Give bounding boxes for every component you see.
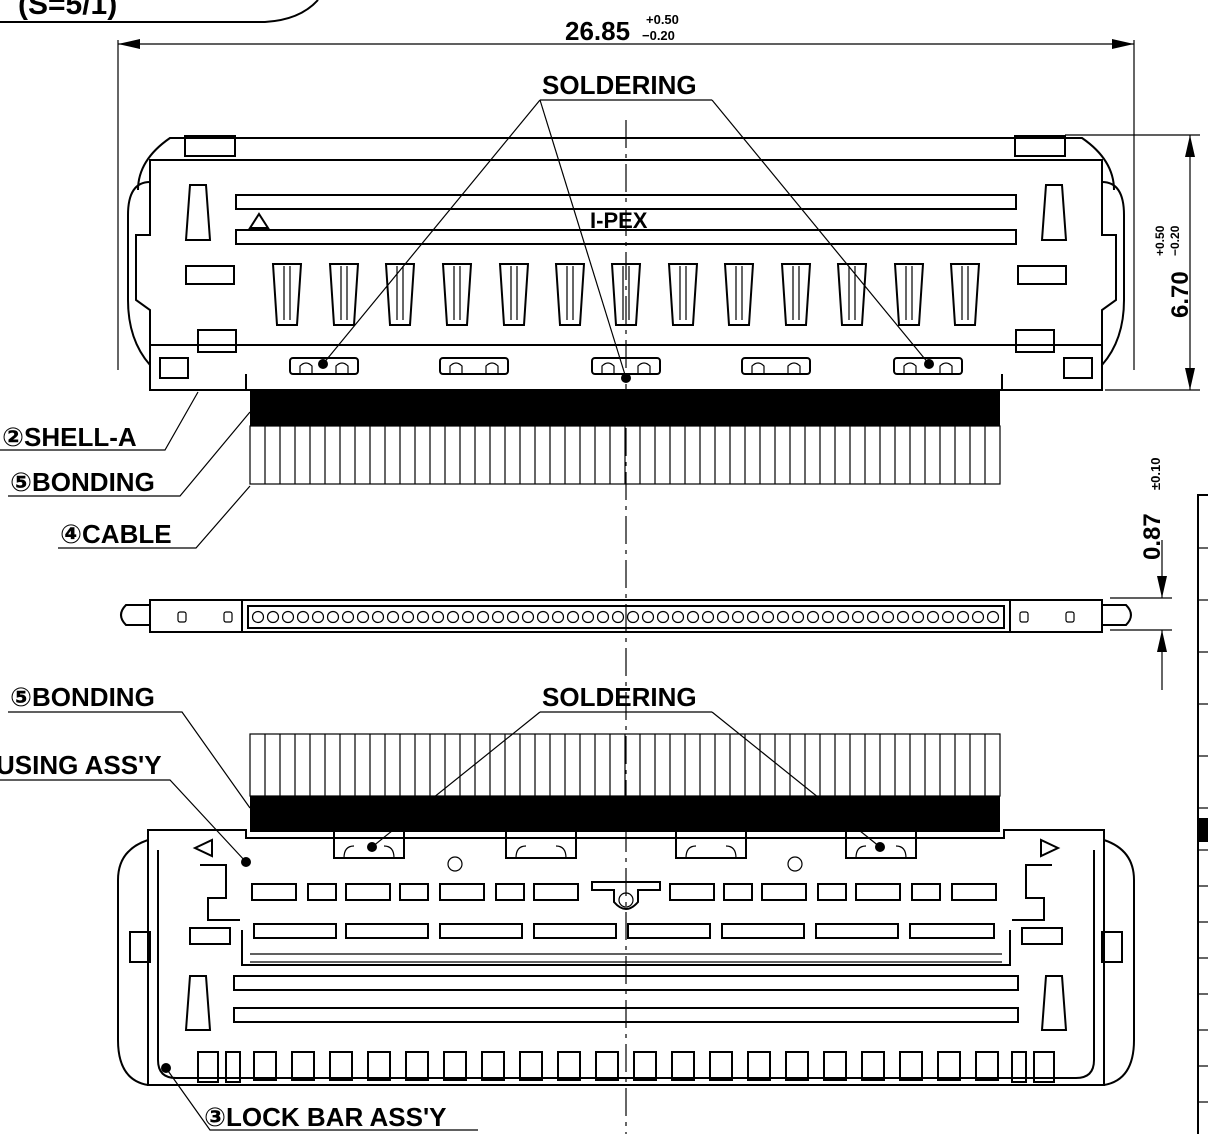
view-label-text: (S=5/1) <box>18 0 117 21</box>
soldering-top-label: SOLDERING <box>542 70 697 100</box>
bottom-view-callouts: SOLDERING ⑤BONDING USING ASS'Y ③LOCK BAR… <box>0 682 881 1132</box>
depth-tol-plus: +0.50 <box>1153 225 1167 256</box>
width-dimension: 26.85 +0.50 −0.20 <box>117 12 1135 370</box>
top-view-callouts: SOLDERING ②SHELL-A ⑤BONDING ④CABLE <box>0 70 930 549</box>
bonding-bottom-label: ⑤BONDING <box>10 682 155 712</box>
height-value: 0.87 <box>1139 513 1166 560</box>
bottom-view <box>117 733 1135 1086</box>
height-dimension: 0.87 ±0.10 <box>1110 458 1172 690</box>
title-block-fragment <box>1197 494 1208 1134</box>
depth-value: 6.70 <box>1167 271 1194 318</box>
width-tol-minus: −0.20 <box>642 28 675 43</box>
depth-dimension: 6.70 +0.50 −0.20 <box>1065 134 1200 391</box>
cable-bottom <box>249 733 1001 797</box>
cable-label: ④CABLE <box>60 519 172 549</box>
soldering-bottom-label: SOLDERING <box>542 682 697 712</box>
width-tol-plus: +0.50 <box>646 12 679 27</box>
cable-conductors-side <box>251 610 1000 624</box>
view-label: (S=5/1) <box>0 0 319 23</box>
depth-tol-minus: −0.20 <box>1168 225 1182 256</box>
top-view: I-PEX <box>127 135 1125 485</box>
lock-bar-label: ③LOCK BAR ASS'Y <box>204 1102 446 1132</box>
lock-bar-teeth <box>197 1051 1055 1083</box>
bonding-top-label: ⑤BONDING <box>10 467 155 497</box>
height-tol: ±0.10 <box>1148 458 1163 490</box>
solder-tabs-bottom <box>161 830 917 1073</box>
contact-row-top <box>271 263 981 326</box>
housing-label: USING ASS'Y <box>0 750 162 780</box>
cable-top <box>249 425 1001 485</box>
shell-a-label: ②SHELL-A <box>2 422 137 452</box>
i-pex-marking: I-PEX <box>590 208 648 233</box>
width-value: 26.85 <box>565 16 630 46</box>
